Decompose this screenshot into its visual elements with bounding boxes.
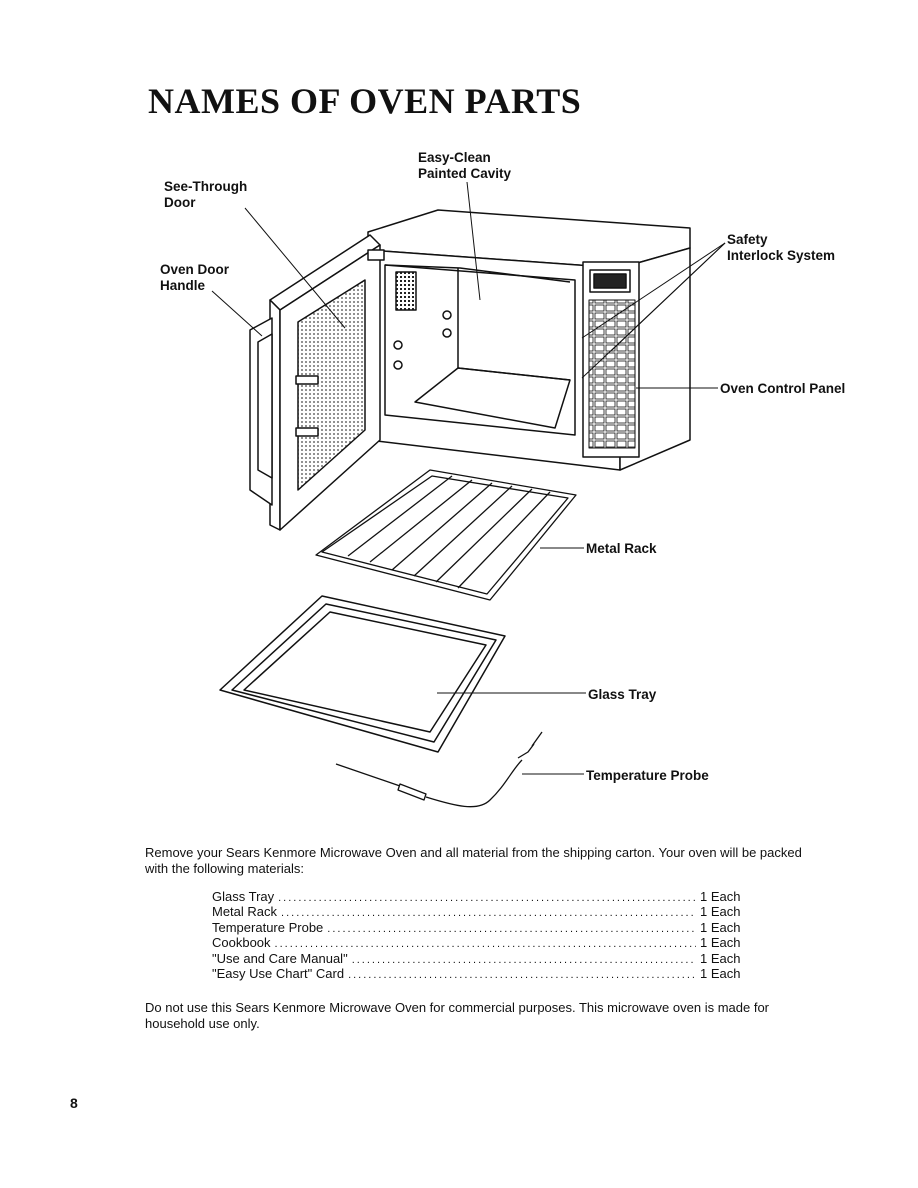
label-easy-clean-cavity-line1: Easy-Clean: [418, 150, 491, 165]
contents-list: Glass Tray .............................…: [212, 889, 752, 981]
label-oven-door-handle-line2: Handle: [160, 278, 206, 293]
list-item: "Use and Care Manual" ..................…: [212, 951, 752, 966]
closing-paragraph: Do not use this Sears Kenmore Microwave …: [145, 1000, 770, 1031]
label-safety-interlock: Safety Interlock System: [727, 232, 835, 264]
label-see-through-door: See-Through Door: [164, 179, 247, 211]
list-item: Glass Tray .............................…: [212, 889, 752, 904]
intro-paragraph: Remove your Sears Kenmore Microwave Oven…: [145, 845, 802, 876]
list-item-qty: 1 Each: [700, 889, 741, 904]
list-item: Metal Rack .............................…: [212, 904, 752, 919]
list-item-name: Metal Rack: [212, 904, 278, 920]
list-item: Cookbook ...............................…: [212, 935, 752, 950]
label-glass-tray: Glass Tray: [588, 687, 657, 702]
label-temperature-probe: Temperature Probe: [586, 768, 709, 783]
list-item-qty: 1 Each: [700, 919, 741, 935]
page-number: 8: [70, 1095, 78, 1111]
list-item-qty: 1 Each: [700, 950, 741, 966]
list-item: Temperature Probe ......................…: [212, 920, 752, 935]
label-metal-rack: Metal Rack: [586, 541, 657, 556]
list-item-qty: 1 Each: [700, 965, 741, 981]
leader-dots: ........................................…: [351, 953, 696, 966]
oven-door: [269, 234, 385, 531]
label-safety-interlock-line1: Safety: [727, 232, 768, 247]
list-item-name: "Easy Use Chart" Card: [212, 965, 345, 981]
list-item: "Easy Use Chart" Card ..................…: [212, 966, 752, 981]
list-item-name: Glass Tray: [212, 889, 275, 904]
temperature-probe-illustration: [335, 731, 543, 808]
label-see-through-door-line1: See-Through: [164, 179, 248, 194]
leader-dots: ........................................…: [278, 892, 696, 904]
label-easy-clean-cavity: Easy-Clean Painted Cavity: [418, 150, 511, 182]
list-item-name: Temperature Probe: [212, 919, 324, 935]
label-oven-control-panel: Oven Control Panel: [720, 381, 846, 396]
control-keypad: [588, 299, 636, 449]
list-item-name: "Use and Care Manual": [212, 950, 348, 966]
oven-body: [367, 209, 691, 471]
label-safety-interlock-line2: Interlock System: [727, 248, 836, 263]
leader-dots: ........................................…: [327, 922, 696, 935]
glass-tray-illustration: [219, 595, 506, 753]
leader-lines: [211, 181, 726, 775]
leader-dots: ........................................…: [274, 938, 696, 951]
list-item-name: Cookbook: [212, 935, 271, 951]
label-see-through-door-line2: Door: [164, 195, 196, 210]
label-oven-door-handle: Oven Door Handle: [160, 262, 229, 294]
metal-rack-illustration: [315, 469, 577, 601]
label-easy-clean-cavity-line2: Painted Cavity: [418, 166, 512, 181]
leader-dots: ........................................…: [348, 968, 696, 981]
list-item-qty: 1 Each: [700, 904, 741, 920]
list-item-qty: 1 Each: [700, 935, 741, 951]
oven-door-handle: [249, 317, 273, 506]
leader-dots: ........................................…: [281, 907, 696, 920]
page-title: NAMES OF OVEN PARTS: [148, 81, 582, 121]
label-oven-door-handle-line1: Oven Door: [160, 262, 230, 277]
